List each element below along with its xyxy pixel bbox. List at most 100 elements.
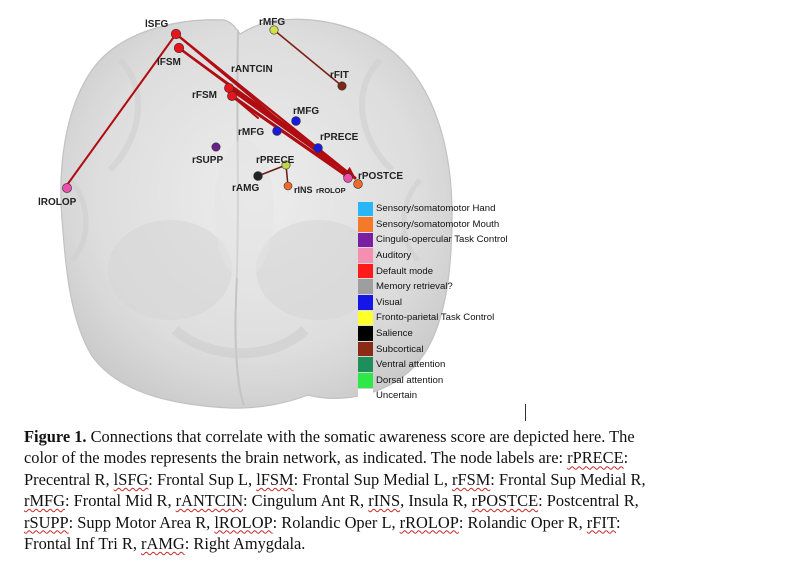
edge-lSFG-lROLOP xyxy=(66,33,177,186)
legend-swatch xyxy=(358,388,373,404)
caption-abbreviation: lSFG xyxy=(113,469,149,489)
legend-label: Cingulo-opercular Task Control xyxy=(376,234,508,246)
label-rFSM: rFSM xyxy=(192,90,217,101)
edge-rFSM-rPOSTCE xyxy=(230,94,352,180)
caption-text: : xyxy=(616,512,621,532)
label-rPRECE2: rPRECE xyxy=(256,155,295,166)
label-rPOSTCE: rPOSTCE xyxy=(358,171,403,182)
node-rAMG xyxy=(253,171,263,181)
network-nodes xyxy=(62,25,363,193)
legend-swatch xyxy=(358,279,373,295)
caption-line: color of the modes represents the brain … xyxy=(24,447,788,468)
caption-text: : Supp Motor Area R, xyxy=(68,512,215,532)
legend-item: Visual xyxy=(358,295,558,311)
caption-text: : xyxy=(623,448,629,468)
label-rANTCIN: rANTCIN xyxy=(231,64,273,75)
caption-text: , Insula R, xyxy=(400,491,472,511)
legend-swatch xyxy=(358,373,373,388)
node-lROLOP xyxy=(62,183,72,193)
legend-swatch xyxy=(358,310,373,326)
node-rSUPP xyxy=(211,142,221,152)
legend-swatch xyxy=(358,295,373,310)
edge-rANTCIN-rPOSTCE xyxy=(227,86,357,180)
label-rROLOP: rROLOP xyxy=(316,186,346,195)
legend-item: Subcortical xyxy=(358,341,558,357)
legend-item: Dorsal attention xyxy=(358,373,558,389)
legend-label: Salience xyxy=(376,328,413,340)
legend-label: Sensory/somatomotor Hand xyxy=(376,203,496,215)
node-rPOSTCE xyxy=(353,179,363,189)
legend-label: Uncertain xyxy=(376,390,418,402)
legend-label: Visual xyxy=(376,296,402,308)
legend-label: Dorsal attention xyxy=(376,374,444,386)
caption-abbreviation: rMFG xyxy=(24,491,65,511)
legend-item: Auditory xyxy=(358,248,558,264)
legend-item: Ventral attention xyxy=(358,357,558,373)
node-rROLOP xyxy=(343,173,353,183)
caption-abbreviation: rAMG xyxy=(141,534,185,554)
legend-label: Auditory xyxy=(376,250,412,262)
legend-label: Default mode xyxy=(376,265,434,277)
legend-label: Ventral attention xyxy=(376,359,446,371)
figure-caption: Figure 1. Connections that correlate wit… xyxy=(24,426,788,554)
caption-line: rMFG: Frontal Mid R, rANTCIN: Cingulum A… xyxy=(24,490,788,511)
node-lSFG xyxy=(170,28,182,40)
caption-text: Precentral R, xyxy=(24,469,114,489)
caption-text: : Right Amygdala. xyxy=(184,534,306,554)
node-rMFG-left xyxy=(272,126,282,136)
label-rPRECE: rPRECE xyxy=(320,132,359,143)
caption-abbreviation: lROLOP xyxy=(214,512,273,532)
caption-abbreviation: rINS xyxy=(368,491,401,511)
legend-label: Fronto-parietal Task Control xyxy=(376,312,495,324)
node-rPRECE xyxy=(313,143,323,153)
legend-item: Uncertain xyxy=(358,388,558,404)
label-rMFG-mid: rMFG xyxy=(293,106,319,117)
brain-render: lSFG lFSM rMFG rANTCIN rFIT rFSM rMFG rM… xyxy=(38,17,453,409)
caption-text: : Frontal Sup Medial L, xyxy=(293,469,453,489)
node-rFIT xyxy=(337,81,347,91)
caption-text: : Rolandic Oper L, xyxy=(272,512,400,532)
legend-label: Subcortical xyxy=(376,343,424,355)
label-lSFG: lSFG xyxy=(145,19,169,30)
caption-line: Figure 1. Connections that correlate wit… xyxy=(24,426,788,447)
caption-abbreviation: rROLOP xyxy=(399,512,459,532)
label-lROLOP: lROLOP xyxy=(38,197,77,208)
brain-connectivity-figure: lSFG lFSM rMFG rANTCIN rFIT rFSM rMFG rM… xyxy=(38,17,558,409)
node-rMFG-top xyxy=(269,25,279,35)
caption-abbreviation: lFSM xyxy=(256,469,294,489)
label-rFIT: rFIT xyxy=(330,70,349,81)
caption-text: : Frontal Mid R, xyxy=(65,491,176,511)
caption-line: Precentral R, lSFG: Frontal Sup L, lFSM:… xyxy=(24,469,788,490)
caption-abbreviation: rFIT xyxy=(586,512,617,532)
caption-abbreviation: rFSM xyxy=(452,469,491,489)
edge-rPRECE-rAMG xyxy=(257,164,287,177)
label-rMFG-left: rMFG xyxy=(238,127,264,138)
label-rSUPP: rSUPP xyxy=(192,155,223,166)
legend-label: Sensory/somatomotor Mouth xyxy=(376,218,500,230)
caption-abbreviation: rPOSTCE xyxy=(471,491,539,511)
caption-text: Connections that correlate with the soma… xyxy=(86,427,635,446)
caption-title: Figure 1. xyxy=(24,427,87,446)
label-rMFG-top: rMFG xyxy=(259,17,285,28)
legend-swatch xyxy=(358,357,373,373)
legend-swatch xyxy=(358,232,373,248)
node-rINS xyxy=(283,181,293,191)
caption-abbreviation: rANTCIN xyxy=(175,491,244,511)
brain-silhouette xyxy=(60,18,453,409)
edge-rFSM-rAMG xyxy=(231,95,259,119)
caption-line: rSUPP: Supp Motor Area R, lROLOP: Roland… xyxy=(24,512,788,533)
label-rAMG: rAMG xyxy=(232,183,259,194)
node-lFSM xyxy=(173,42,185,54)
caption-text: color of the modes represents the brain … xyxy=(24,448,568,468)
connection-edges xyxy=(66,29,357,187)
node-rMFG-mid xyxy=(291,116,301,126)
legend-item: Default mode xyxy=(358,263,558,279)
node-rFSM xyxy=(227,91,237,101)
caption-text: : Frontal Sup Medial R, xyxy=(490,469,646,489)
caption-text: : Frontal Sup L, xyxy=(148,469,257,489)
legend-item: Fronto-parietal Task Control xyxy=(358,310,558,326)
caption-abbreviation: rPRECE xyxy=(567,448,624,468)
legend-swatch xyxy=(358,341,373,357)
caption-text: : Rolandic Oper R, xyxy=(458,512,587,532)
